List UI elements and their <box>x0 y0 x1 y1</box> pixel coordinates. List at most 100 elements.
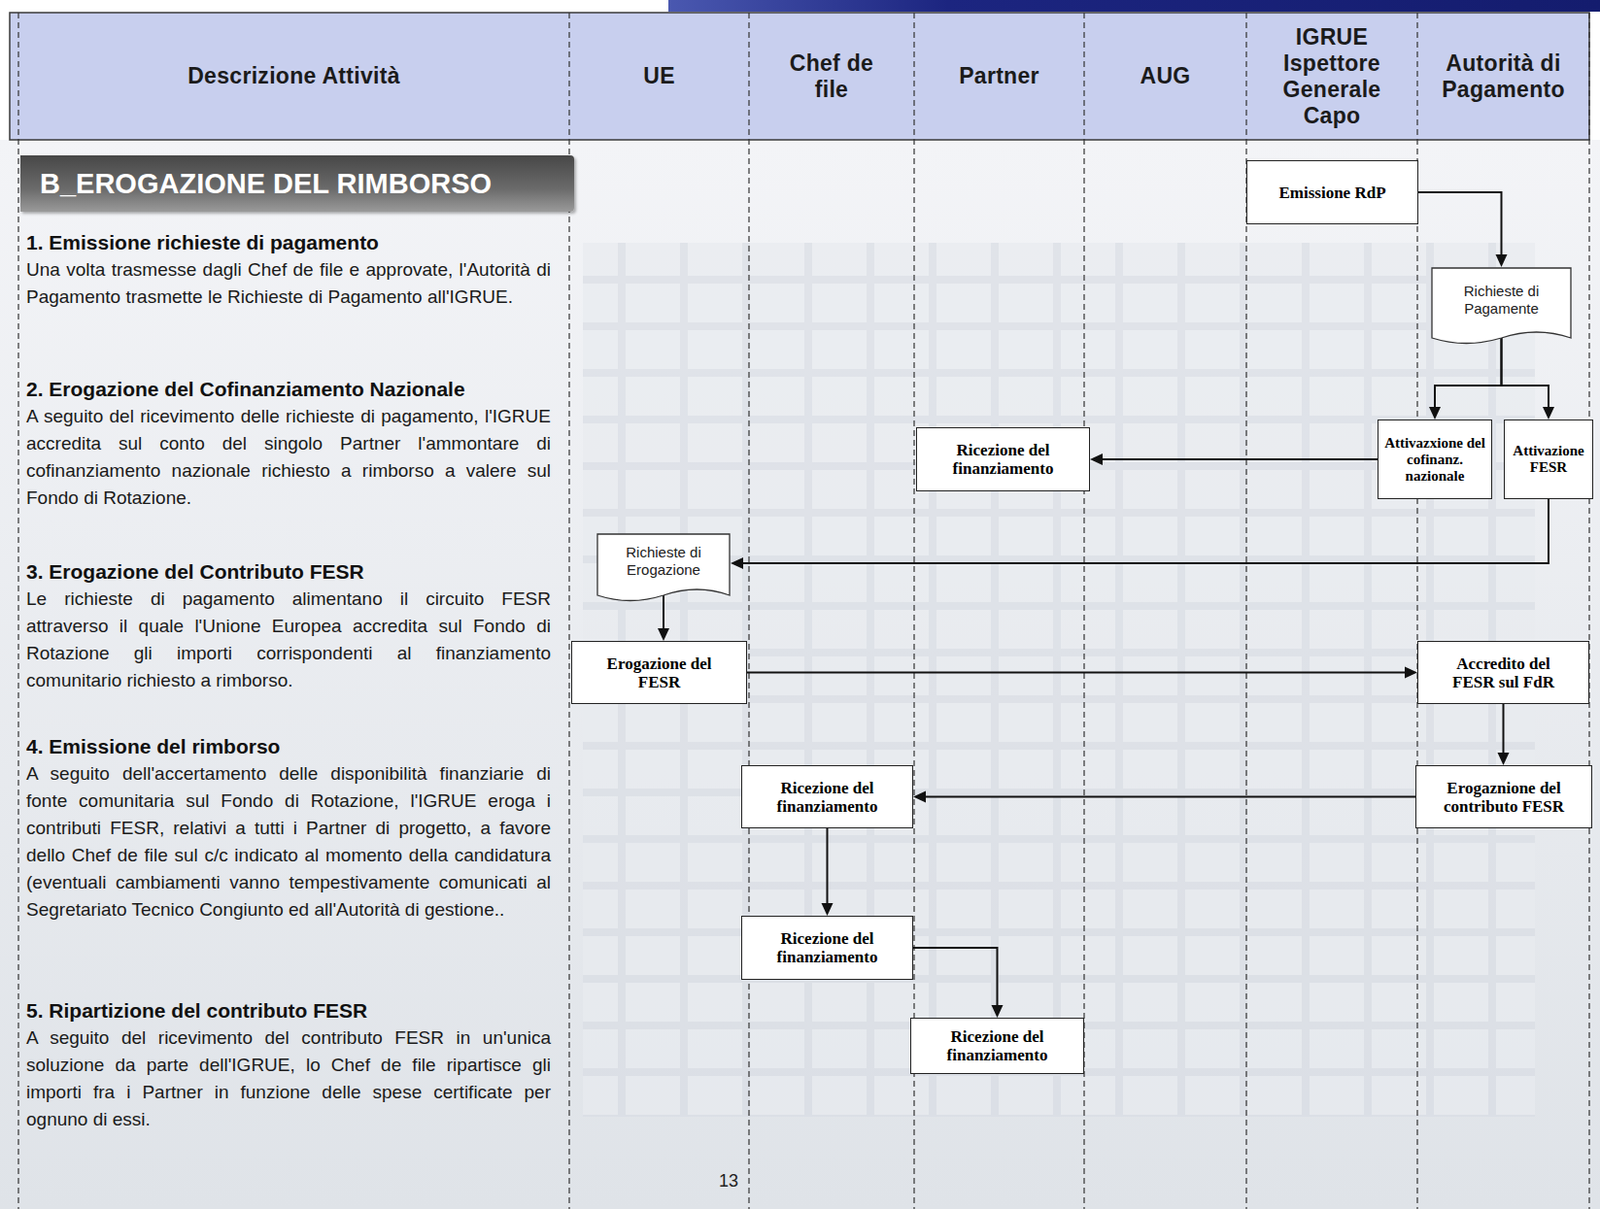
lane-header: Chef de file <box>778 50 886 103</box>
lane-header: Descrizione Attività <box>187 63 401 90</box>
process-box: Attivazione FESR <box>1503 419 1594 500</box>
header-band <box>9 12 1590 140</box>
document-outline-path <box>597 534 730 602</box>
node-text-wrap: Ricezione del finanziamento <box>929 1027 1066 1065</box>
node-label: Richieste di Erogazione <box>612 544 715 579</box>
page-ground <box>0 139 1600 1209</box>
node-text-wrap: Attivazxione del cofinanz. nazionale <box>1383 435 1487 485</box>
process-box: Ricezione del finanziamento <box>741 916 914 981</box>
step-body: Le richieste di pagamento alimentano il … <box>26 585 551 695</box>
connector <box>747 667 1418 680</box>
connector-line <box>1501 338 1550 408</box>
process-box: Attivazxione del cofinanz. nazionale <box>1377 419 1493 500</box>
process-box: Accredito del FESR sul FdR <box>1417 641 1590 705</box>
lane-divider <box>1588 12 1590 1209</box>
connector-line <box>1502 704 1505 753</box>
lane-header-cell: UE <box>569 12 749 140</box>
lane-header: IGRUE Ispettore Generale Capo <box>1259 24 1404 130</box>
node-label: Ricezione del finanziamento <box>935 441 1072 478</box>
step-heading: 1. Emissione richieste di pagamento <box>26 230 551 256</box>
node-label: Attivazione FESR <box>1509 442 1588 477</box>
page-number: 13 <box>718 1171 739 1192</box>
node-text-wrap: Erogazione del FESR <box>596 654 723 692</box>
document-shape: Richieste di Pagamente <box>1430 267 1572 350</box>
lane-header: Autorità di Pagamento <box>1430 50 1576 103</box>
connector <box>821 828 834 917</box>
connector <box>1501 338 1556 420</box>
arrow-head <box>1497 752 1510 766</box>
step-body: A seguito del ricevimento delle richiest… <box>26 403 551 512</box>
arrow-head <box>1429 407 1441 420</box>
connector-line <box>925 796 1416 799</box>
connector <box>657 595 670 642</box>
arrow-head <box>657 628 670 642</box>
connector-line <box>1434 338 1502 408</box>
document-shape: Richieste di Erogazione <box>596 533 731 608</box>
lane-header: Partner <box>958 63 1040 90</box>
connector <box>1418 192 1508 268</box>
step-body: Una volta trasmesse dagli Chef de file e… <box>26 256 551 311</box>
node-label: Erogaznione del contributo FESR <box>1430 779 1577 817</box>
connector-line <box>662 595 665 629</box>
document-outline-path <box>1431 268 1571 344</box>
connector <box>913 791 1416 804</box>
node-label: Ricezione del finanziamento <box>759 779 896 817</box>
lane-header-cell: Autorità di Pagamento <box>1417 12 1590 140</box>
process-box: Emissione RdP <box>1246 160 1419 225</box>
node-text-wrap: Ricezione del finanziamento <box>935 441 1072 478</box>
node-label: Accredito del FESR sul FdR <box>1440 654 1567 692</box>
node-text-wrap: Accredito del FESR sul FdR <box>1440 654 1567 692</box>
lane-divider <box>17 12 19 1209</box>
lane-header-cell: Descrizione Attività <box>18 12 570 140</box>
connector-line <box>1418 192 1502 255</box>
lane-header-cell: IGRUE Ispettore Generale Capo <box>1246 12 1418 140</box>
lane-header: UE <box>643 63 676 90</box>
node-label: Attivazxione del cofinanz. nazionale <box>1383 435 1487 485</box>
connector <box>913 948 1004 1019</box>
arrow-head <box>730 557 744 570</box>
process-box: Erogaznione del contributo FESR <box>1415 765 1593 829</box>
step-body: A seguito dell'accertamento delle dispon… <box>26 760 551 924</box>
arrow-head <box>1496 254 1508 268</box>
section-band: B_EROGAZIONE DEL RIMBORSO <box>20 155 575 212</box>
arrow-head <box>1542 407 1555 420</box>
connector-line <box>743 499 1549 564</box>
lane-header-cell: Chef de file <box>748 12 915 140</box>
connector-line <box>747 672 1405 675</box>
node-label: Erogazione del FESR <box>596 654 723 692</box>
arrow-head <box>1089 453 1103 466</box>
process-box: Ricezione del finanziamento <box>916 427 1090 492</box>
connector-line <box>826 828 829 904</box>
node-label: Emissione RdP <box>1278 183 1386 203</box>
node-text-wrap: Richieste di Erogazione <box>612 544 715 579</box>
step-heading: 3. Erogazione del Contributo FESR <box>26 559 551 585</box>
node-label: Richieste di Pagamente <box>1445 282 1558 318</box>
node-text-wrap: Richieste di Pagamente <box>1445 282 1558 318</box>
step-heading: 5. Ripartizione del contributo FESR <box>26 998 551 1024</box>
step-body: A seguito del ricevimento del contributo… <box>26 1024 551 1134</box>
node-text-wrap: Ricezione del finanziamento <box>759 779 896 817</box>
top-bar <box>668 0 1600 12</box>
arrow-head <box>821 903 834 917</box>
connector <box>1429 338 1502 420</box>
lane-divider <box>748 12 749 1209</box>
connector <box>730 499 1549 570</box>
lane-header-cell: Partner <box>914 12 1085 140</box>
connector-line <box>913 948 998 1006</box>
step-heading: 4. Emissione del rimborso <box>26 734 551 760</box>
connector <box>1089 453 1378 466</box>
arrow-head <box>1404 667 1418 680</box>
lane-header: AUG <box>1139 63 1191 90</box>
process-box: Erogazione del FESR <box>571 641 748 705</box>
node-text-wrap: Emissione RdP <box>1278 183 1386 203</box>
node-text-wrap: Erogaznione del contributo FESR <box>1430 779 1577 817</box>
arrow-head <box>991 1005 1004 1019</box>
process-box: Ricezione del finanziamento <box>910 1018 1085 1075</box>
node-label: Ricezione del finanziamento <box>759 929 896 967</box>
section-title: B_EROGAZIONE DEL RIMBORSO <box>20 168 492 201</box>
node-label: Ricezione del finanziamento <box>929 1027 1066 1065</box>
node-text-wrap: Ricezione del finanziamento <box>759 929 896 967</box>
node-text-wrap: Attivazione FESR <box>1509 442 1588 477</box>
connector <box>1497 704 1510 766</box>
